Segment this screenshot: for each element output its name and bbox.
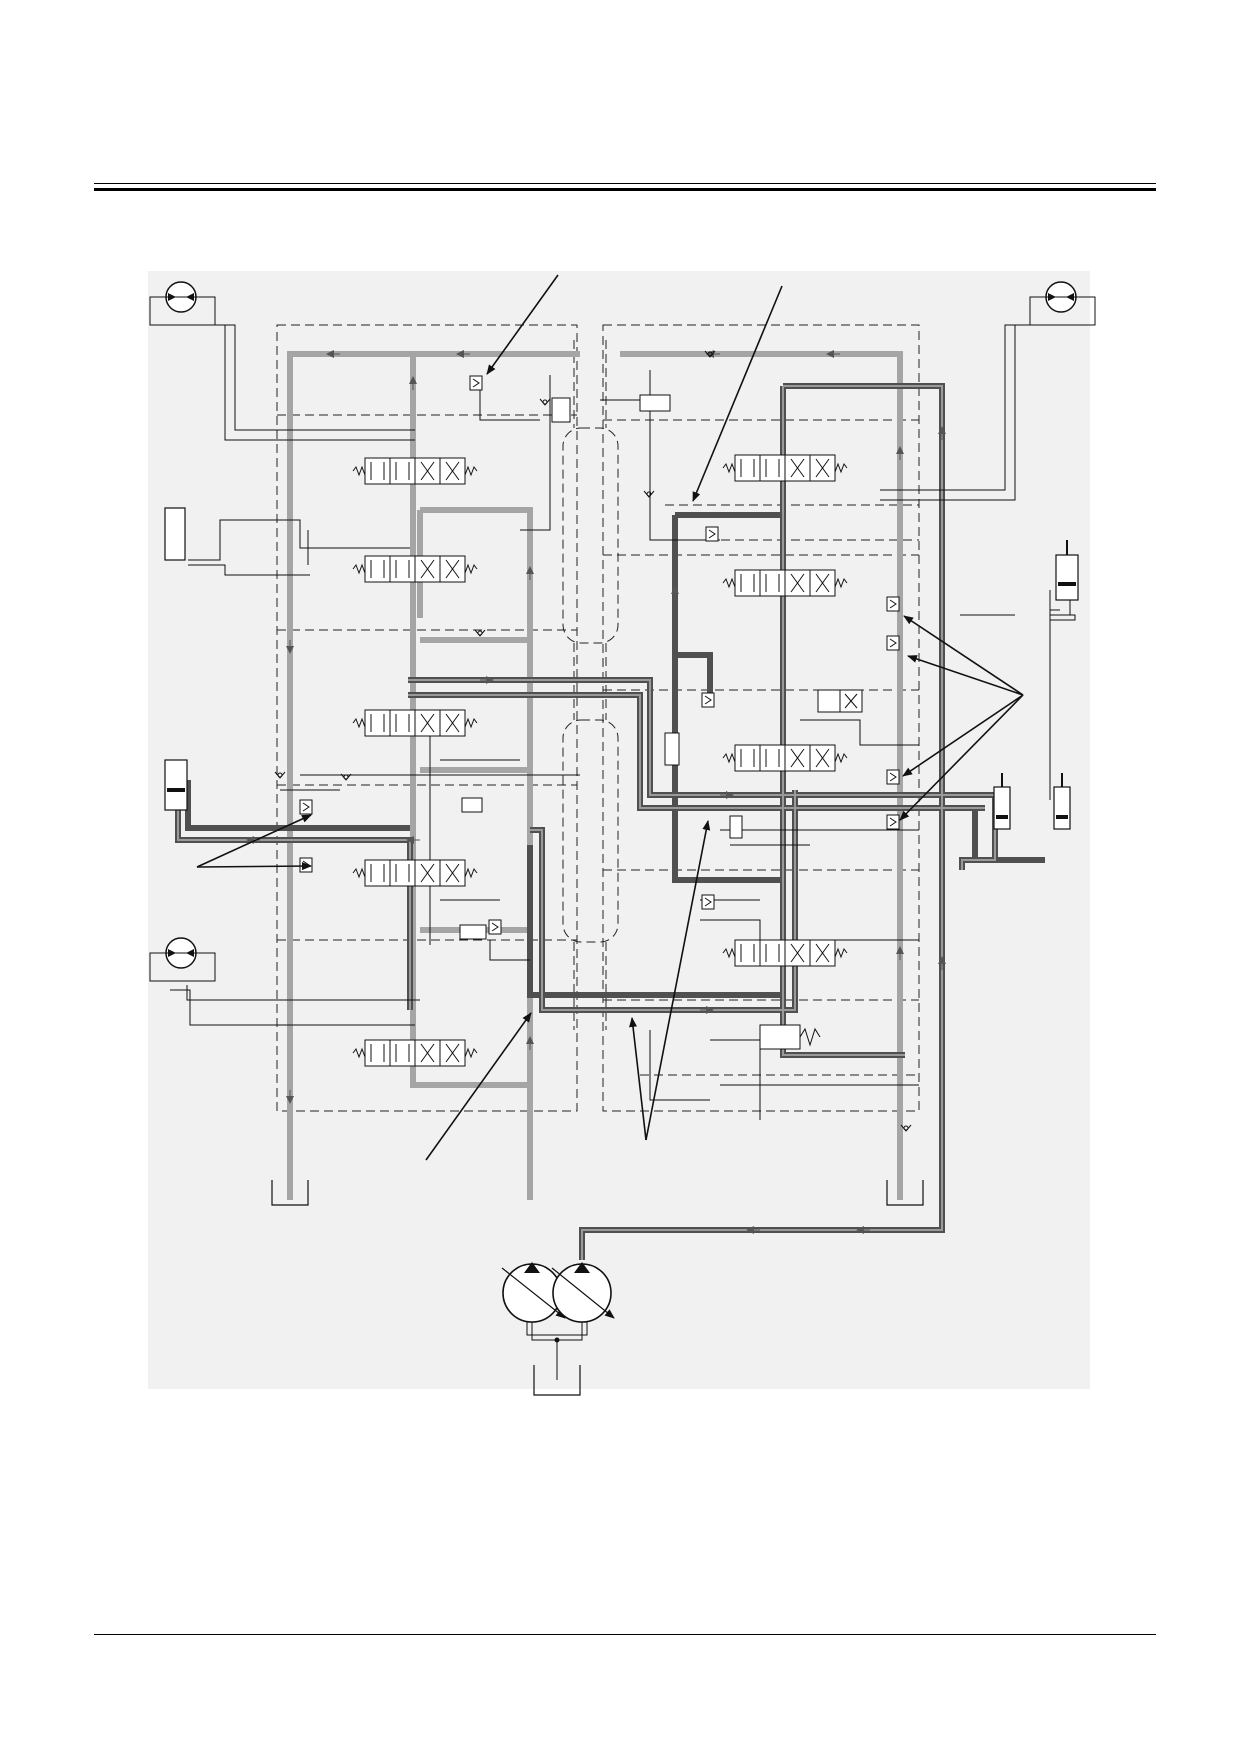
variable-displacement-pump <box>551 1262 615 1323</box>
directional-control-valve <box>352 709 478 737</box>
hydraulic-motor <box>149 281 216 326</box>
directional-control-valve <box>722 569 848 597</box>
directional-control-valve <box>352 457 478 485</box>
relief-valve <box>488 919 502 935</box>
relief-valve <box>886 635 900 651</box>
directional-control-valve <box>722 744 848 772</box>
directional-control-valve <box>352 859 478 887</box>
directional-control-valve <box>722 939 848 967</box>
relief-valve <box>886 596 900 612</box>
hydraulic-cylinder <box>1055 540 1079 601</box>
valve-block-outlines <box>276 324 920 1112</box>
directional-control-valve <box>352 1039 478 1067</box>
relief-valve <box>705 526 719 542</box>
header-rule-thin <box>94 183 1156 184</box>
hydraulic-motor <box>149 937 216 982</box>
relief-valve <box>701 894 715 910</box>
footer-rule <box>94 1634 1156 1635</box>
pressure-arrows <box>246 426 946 1234</box>
relief-valve <box>701 692 715 708</box>
header-rule-thick <box>94 188 1156 191</box>
relief-valve <box>886 814 900 830</box>
hydraulic-cylinder <box>164 759 188 811</box>
return-arrows <box>286 350 904 1104</box>
relief-valve <box>469 375 483 391</box>
variable-displacement-pump <box>501 1262 566 1323</box>
directional-control-valve <box>722 454 848 482</box>
tank <box>271 1180 309 1206</box>
hydraulic-cylinder <box>164 507 186 561</box>
tank <box>533 1365 581 1396</box>
relief-valve <box>299 799 313 815</box>
hydraulic-motor <box>1029 281 1096 326</box>
tank <box>886 1180 924 1206</box>
directional-control-valve <box>352 555 478 583</box>
callout-leaders <box>196 274 1024 1161</box>
relief-valve <box>886 769 900 785</box>
relief-valve <box>299 857 313 873</box>
small-control-valve <box>459 394 863 1050</box>
